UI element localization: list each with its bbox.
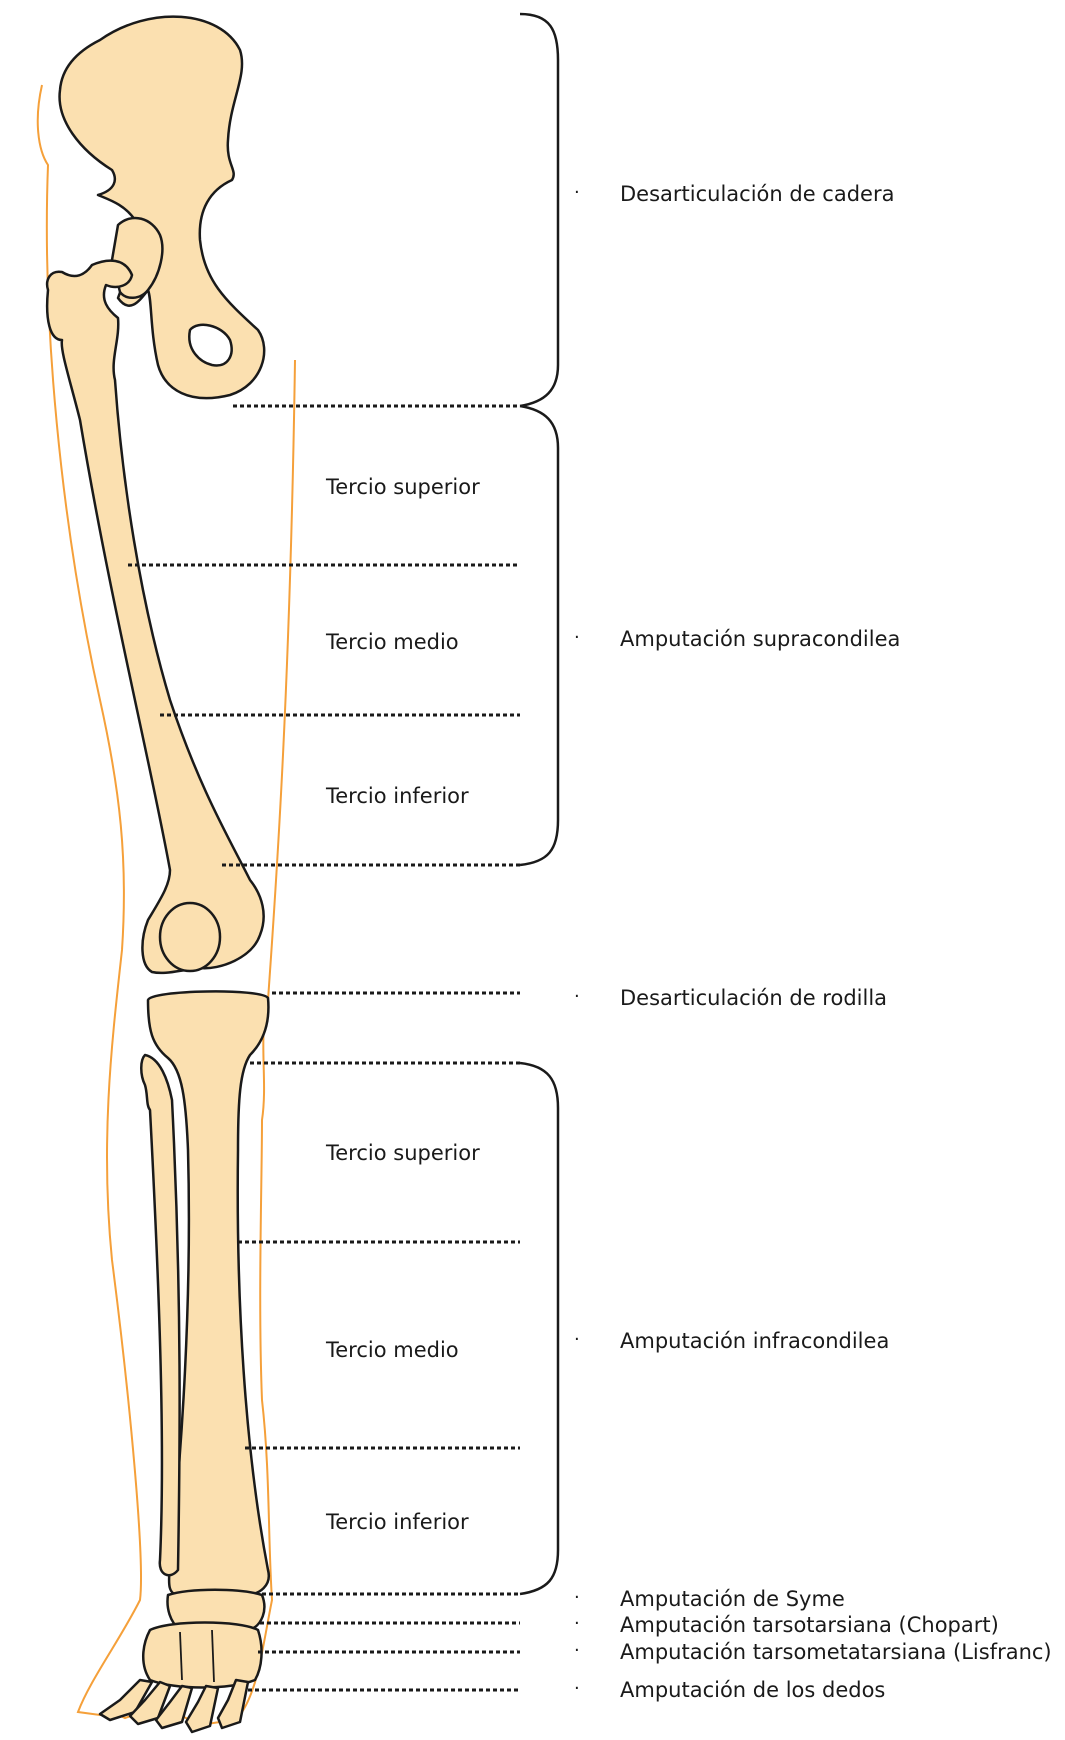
level-syme-label: Amputación de Syme [620, 1589, 845, 1610]
supra-third-medio-label: Tercio medio [326, 632, 459, 653]
bones [47, 17, 269, 1732]
bullet-lisfranc: · [574, 1642, 580, 1660]
level-supracondylar-label: Amputación supracondilea [620, 629, 900, 650]
bracket-infracondylar [520, 1063, 558, 1594]
bullet-infracondylar: · [574, 1331, 580, 1349]
level-hip-label: Desarticulación de cadera [620, 184, 894, 205]
level-infracondylar-label: Amputación infracondilea [620, 1331, 889, 1352]
bracket-supracondylar [520, 406, 558, 865]
infra-third-inferior-label: Tercio inferior [326, 1512, 469, 1533]
bracket-hip [520, 14, 558, 406]
level-knee-label: Desarticulación de rodilla [620, 988, 887, 1009]
bullet-hip: · [574, 184, 580, 202]
supra-third-inferior-label: Tercio inferior [326, 786, 469, 807]
supra-third-superior-label: Tercio superior [326, 477, 480, 498]
level-toes-label: Amputación de los dedos [620, 1680, 885, 1701]
bullet-knee: · [574, 988, 580, 1006]
level-lisfranc-label: Amputación tarsometatarsiana (Lisfranc) [620, 1642, 1052, 1663]
infra-third-medio-label: Tercio medio [326, 1340, 459, 1361]
bullet-supracondylar: · [574, 629, 580, 647]
bullet-toes: · [574, 1680, 580, 1698]
infra-third-superior-label: Tercio superior [326, 1143, 480, 1164]
bullet-chopart: · [574, 1615, 580, 1633]
patella-bone [160, 903, 220, 971]
brackets [520, 14, 558, 1594]
tarsal-bones [143, 1623, 261, 1688]
bullet-syme: · [574, 1589, 580, 1607]
level-chopart-label: Amputación tarsotarsiana (Chopart) [620, 1615, 999, 1636]
fibula-bone [141, 1055, 179, 1575]
